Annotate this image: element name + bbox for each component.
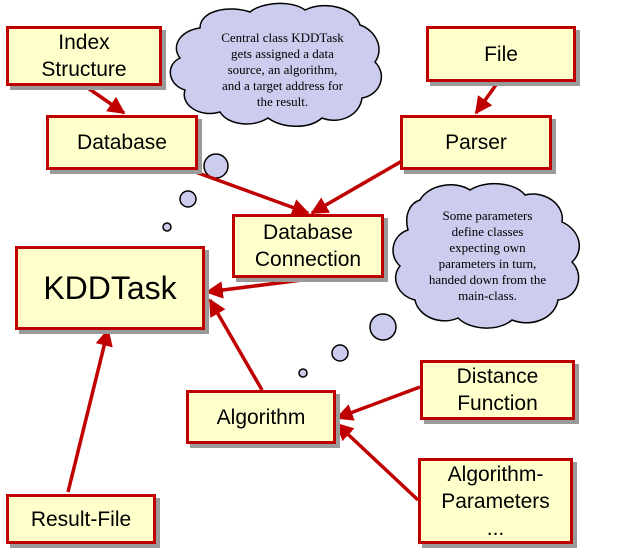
arrow-result-file-to-kddtask: [66, 328, 113, 493]
arrow-file-to-parser: [474, 80, 500, 115]
arrow-algorithm-parameters-to-algorithm: [335, 422, 420, 502]
arrow-algorithm-to-kddtask: [208, 298, 264, 391]
thought-bubble-2: [179, 190, 197, 208]
cloud-shape-parameters: [392, 182, 581, 329]
node-algorithm-parameters: Algorithm- Parameters ...: [418, 458, 573, 544]
node-database-connection: Database Connection: [232, 214, 384, 278]
arrow-database-connection-to-kddtask: [205, 276, 319, 299]
node-index-structure: Index Structure: [6, 26, 162, 86]
arrow-distance-function-to-algorithm: [335, 385, 421, 421]
thought-bubble-5: [331, 344, 349, 362]
cloud-text-parameters: Some parameters define classes expecting…: [428, 208, 547, 303]
thought-bubble-1: [203, 153, 229, 179]
node-result-file: Result-File: [6, 494, 156, 544]
node-kddtask: KDDTask: [15, 246, 205, 330]
node-file: File: [426, 26, 576, 82]
thought-bubble-6: [298, 368, 308, 378]
node-database: Database: [46, 115, 198, 170]
thought-bubble-3: [162, 222, 172, 232]
node-parser: Parser: [400, 115, 552, 170]
node-algorithm: Algorithm: [186, 390, 336, 444]
node-distance-function: Distance Function: [420, 360, 575, 420]
cloud-text-central: Central class KDDTask gets assigned a da…: [221, 30, 344, 109]
thought-bubble-4: [369, 313, 397, 341]
arrow-index-structure-to-database: [84, 84, 126, 115]
cloud-shape-central: [169, 2, 383, 127]
arrow-database-to-database-connection: [189, 168, 310, 216]
